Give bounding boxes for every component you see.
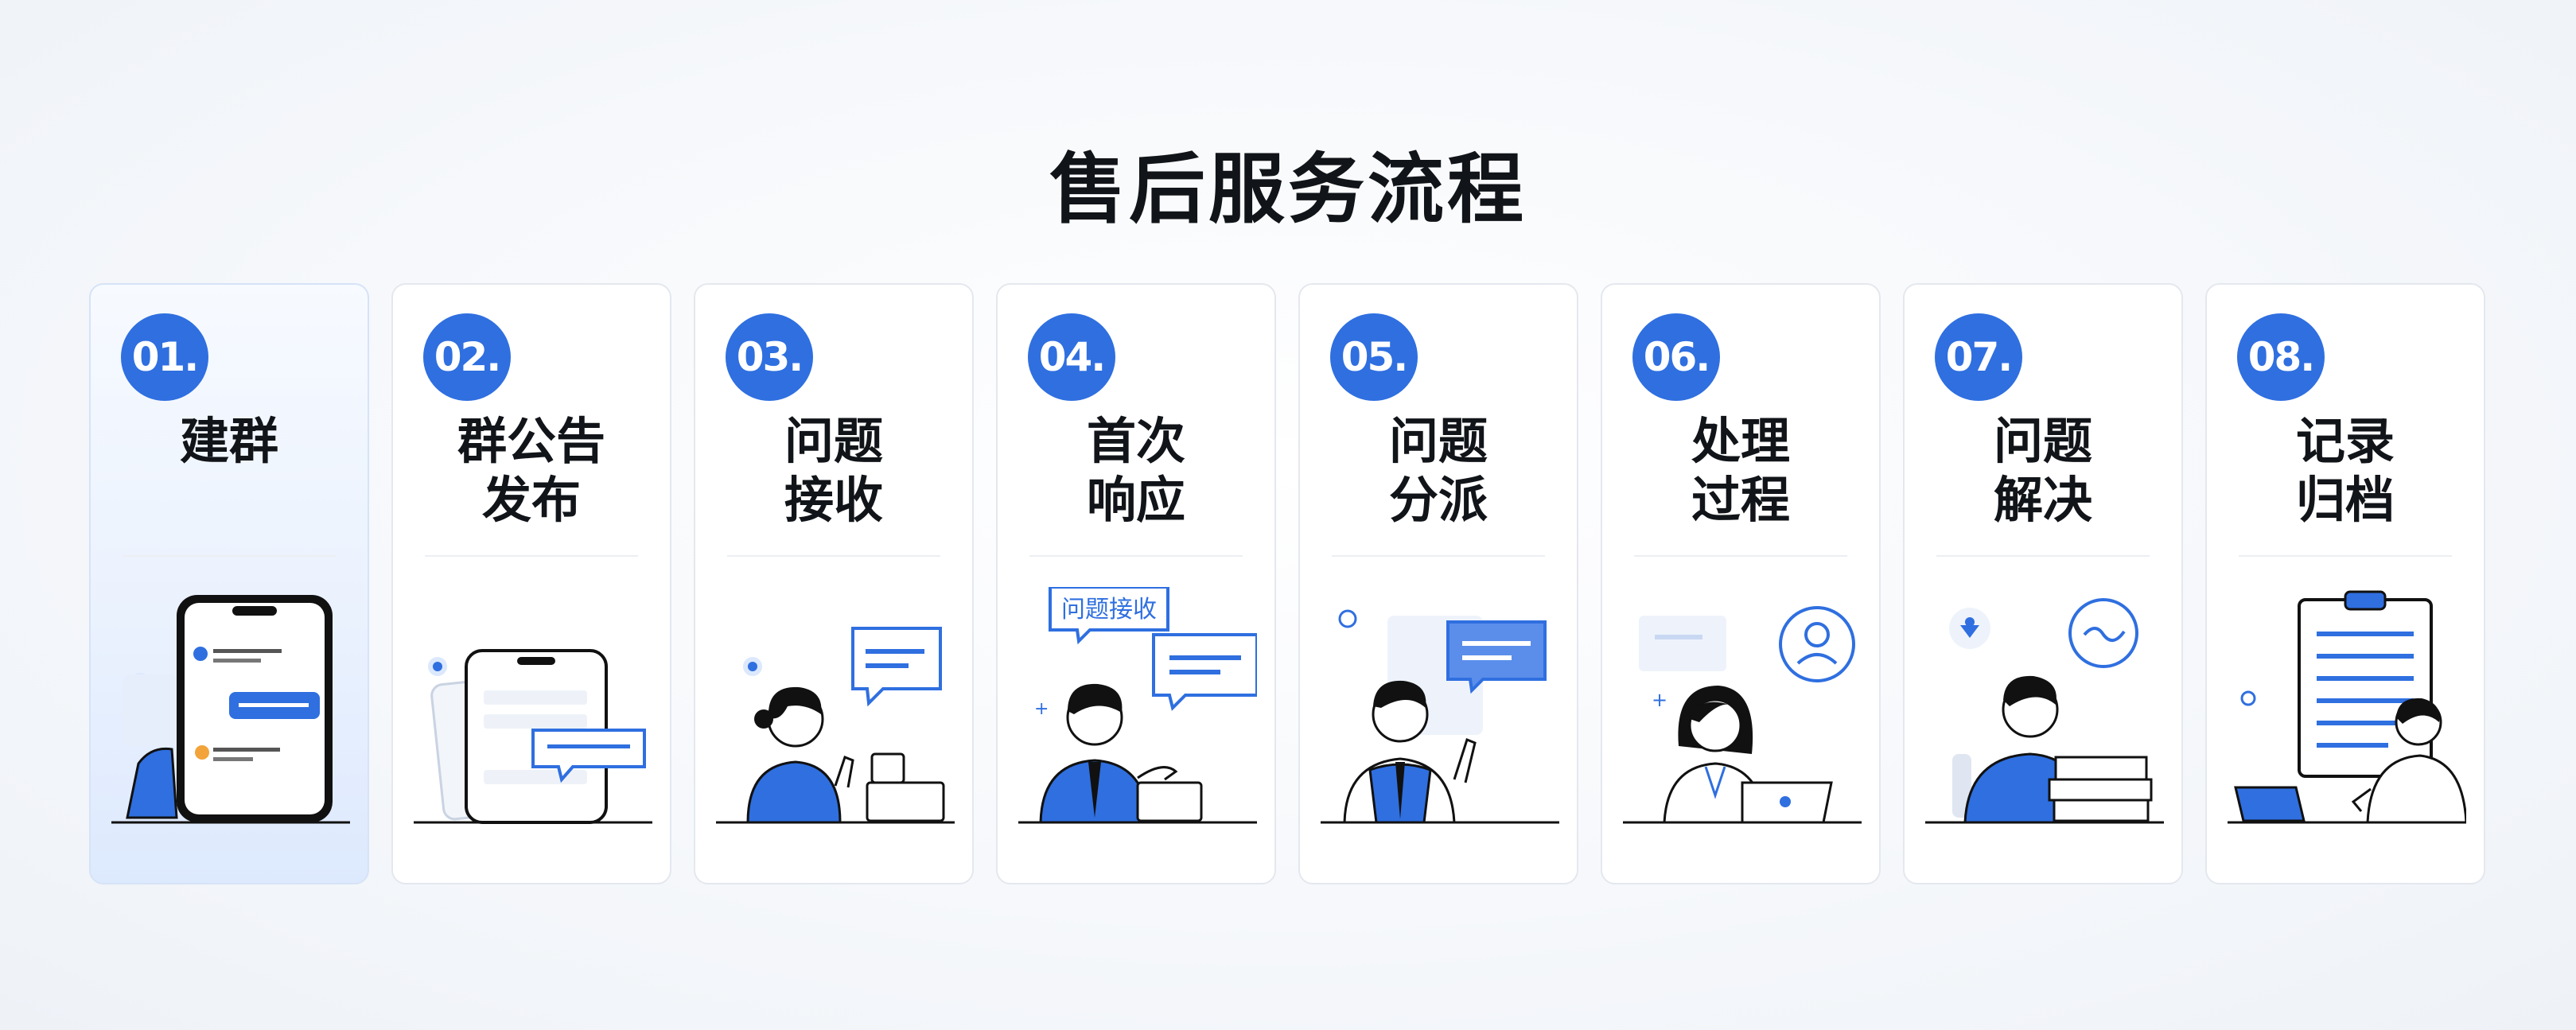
svg-text:+: +: [1034, 699, 1049, 719]
phone-chat-icon: [111, 587, 350, 826]
step-title-line: 记录: [2295, 412, 2395, 470]
step-card-3[interactable]: 03. 问题 接收: [694, 283, 974, 884]
step-number-badge: 06.: [1632, 313, 1720, 401]
step-card-8[interactable]: 08. 记录 归档: [2205, 283, 2485, 884]
step-card-4[interactable]: 04. 首次 响应 问题接收 +: [996, 283, 1276, 884]
step-title-line: 分派: [1388, 471, 1488, 529]
step-card-1[interactable]: 01. 建群: [89, 283, 369, 884]
step-title-line: 发布: [481, 471, 581, 529]
step-title: 记录 归档: [2207, 412, 2484, 530]
step-card-6[interactable]: 06. 处理 过程 +: [1601, 283, 1881, 884]
person-messages-icon: [716, 587, 955, 826]
step-title-line: 群公告: [457, 412, 605, 470]
step-title-line: 响应: [1086, 471, 1185, 529]
step-number-badge: 01.: [121, 313, 208, 401]
process-steps: 01. 建群: [89, 283, 2485, 884]
step-title: 群公告 发布: [393, 412, 670, 530]
person-documents-icon: [1925, 587, 2164, 826]
step-title-line: 解决: [1993, 471, 2092, 529]
person-laptop-icon: 问题接收 +: [1018, 587, 1257, 826]
step-title-line: 接收: [784, 471, 883, 529]
step-number-badge: 03.: [726, 313, 813, 401]
step-card-7[interactable]: 07. 问题 解决: [1903, 283, 2183, 884]
divider: [123, 555, 336, 557]
divider: [1332, 555, 1545, 557]
step-title: 建群: [91, 412, 368, 471]
step-title: 问题 接收: [695, 412, 972, 530]
step-title-line: 首次: [1086, 412, 1185, 470]
clipboard-archive-icon: [2228, 587, 2466, 826]
step-title-line: 问题: [1993, 412, 2092, 470]
step-title-line: 归档: [2295, 471, 2395, 529]
step-title-line: 问题: [784, 412, 883, 470]
divider: [2239, 555, 2452, 557]
step-number-badge: 07.: [1935, 313, 2022, 401]
step-title: 问题 解决: [1905, 412, 2181, 530]
divider: [425, 555, 638, 557]
phone-announcement-icon: [414, 587, 652, 826]
divider: [1634, 555, 1847, 557]
step-title-line: 处理: [1691, 412, 1790, 470]
person-pointing-icon: [1321, 587, 1559, 826]
divider: [727, 555, 940, 557]
step-title: 问题 分派: [1300, 412, 1577, 530]
step-card-2[interactable]: 02. 群公告 发布: [391, 283, 671, 884]
page-title: 售后服务流程: [1049, 145, 1527, 234]
step-title-line: 问题: [1388, 412, 1488, 470]
step-number-badge: 08.: [2237, 313, 2325, 401]
speech-bubble-text: 问题接收: [1061, 596, 1157, 624]
person-laptop-support-icon: +: [1623, 587, 1862, 826]
step-title-line: 建群: [179, 412, 278, 470]
step-number-badge: 05.: [1330, 313, 1418, 401]
svg-text:+: +: [1652, 689, 1667, 711]
divider: [1029, 555, 1243, 557]
step-title: 首次 响应: [998, 412, 1274, 530]
step-title-line: 过程: [1691, 471, 1790, 529]
step-title: 处理 过程: [1602, 412, 1879, 530]
step-card-5[interactable]: 05. 问题 分派: [1298, 283, 1578, 884]
step-number-badge: 02.: [423, 313, 511, 401]
step-number-badge: 04.: [1028, 313, 1115, 401]
divider: [1936, 555, 2150, 557]
